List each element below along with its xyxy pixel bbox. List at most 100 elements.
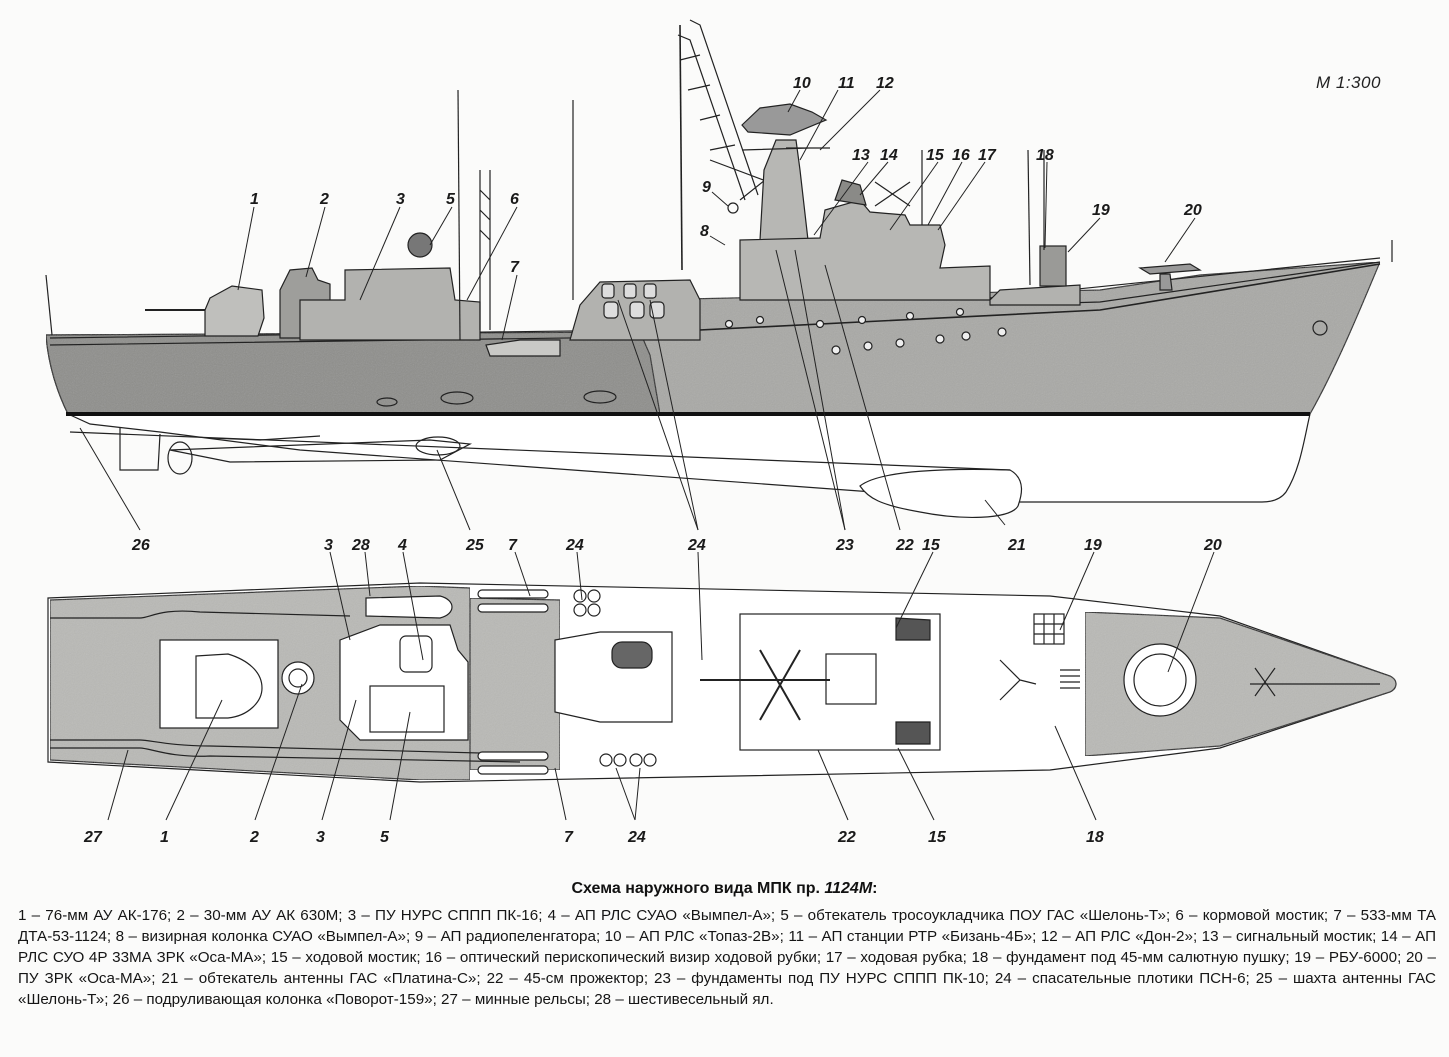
- callout-20: 20: [1203, 537, 1222, 554]
- callout-4: 4: [397, 537, 407, 554]
- callout-3: 3: [324, 537, 333, 554]
- cross-antenna: [874, 181, 911, 207]
- hull-hatch: [583, 390, 617, 404]
- callout-22: 22: [895, 537, 914, 554]
- mine-rails: [50, 610, 521, 763]
- side-callout-labels: 1 2 3 5 6 7 8 9 10 11 12 13 14 15 16 17 …: [131, 75, 1202, 554]
- hull-hatch: [440, 391, 474, 405]
- rbu-grid: [1034, 614, 1064, 644]
- legend-item: 23 – фундаменты под ПУ НУРС СППП ПК-10: [654, 970, 995, 987]
- ship-drawing: 1 2 3 5 6 7 8 9 10 11 12 13 14 15 16 17 …: [45, 19, 1397, 846]
- direction-finder: [727, 202, 739, 214]
- lattice-mast-aft: [479, 170, 491, 330]
- callout-15: 15: [928, 829, 947, 846]
- callout-19: 19: [1084, 537, 1102, 554]
- callout-1: 1: [160, 829, 169, 846]
- hull-hatch: [376, 397, 398, 407]
- bridge-wing: [895, 617, 931, 745]
- legend-item: 16 – оптический перископический визир хо…: [425, 949, 826, 966]
- legend-item: 15 – ходовой мостик: [271, 949, 425, 966]
- anchor: [1312, 320, 1328, 336]
- life-rafts-plan: [573, 589, 657, 767]
- callout-28: 28: [351, 537, 370, 554]
- plan-bottom-callout-labels: 27 1 2 3 5 7 24 22 15 18: [83, 829, 1104, 846]
- callout-7: 7: [564, 829, 574, 846]
- portholes: [724, 307, 1007, 355]
- legend-item: 4 – АП РЛС СУАО «Вымпел-А»: [548, 907, 781, 924]
- legend-item: 6 – кормовой мостик: [1175, 907, 1333, 924]
- callout-3: 3: [316, 829, 325, 846]
- callout-15: 15: [926, 147, 945, 164]
- plan-top-callout-labels: 3 28 4 7 24 15 19 20: [324, 537, 1222, 554]
- mast-plan: [700, 649, 830, 721]
- callout-13: 13: [852, 147, 870, 164]
- legend-item: 27 – минные рельсы: [441, 991, 594, 1008]
- sonar-fairing-plan: [369, 685, 445, 733]
- fire-control-radar: [834, 179, 867, 206]
- torpedo-tubes-plan: [477, 589, 549, 775]
- caption-prefix: Схема наружного вида МПК пр.: [571, 880, 825, 897]
- sam-launcher: [1138, 263, 1202, 291]
- callout-22: 22: [837, 829, 856, 846]
- midship-structure-plan: [554, 631, 673, 723]
- callout-20: 20: [1183, 202, 1202, 219]
- gun-mount-30mm-plan: [281, 661, 315, 695]
- gun-mount-30mm-plan: [288, 668, 308, 688]
- legend-item: 5 – обтекатель тросоукладчика ПОУ ГАС «Ш…: [780, 907, 1175, 924]
- aft-mast: [457, 89, 461, 341]
- callout-23: 23: [835, 537, 854, 554]
- callout-5: 5: [446, 191, 456, 208]
- caption-suffix: :: [872, 880, 878, 897]
- legend-item: 8 – визирная колонка СУАО «Вымпел-А»: [116, 928, 415, 945]
- gun-mount-76mm-plan: [195, 653, 263, 719]
- callout-24: 24: [687, 537, 706, 554]
- legend-item: 19 – РБУ-6000: [1294, 949, 1406, 966]
- callout-26: 26: [131, 537, 150, 554]
- callout-25: 25: [465, 537, 485, 554]
- callout-1: 1: [250, 191, 259, 208]
- callout-18: 18: [1086, 829, 1104, 846]
- rbu-plan: [1033, 613, 1065, 645]
- radar-plan: [399, 635, 433, 673]
- callout-15: 15: [922, 537, 941, 554]
- legend-item: 22 – 45-см прожектор: [487, 970, 654, 987]
- callout-7: 7: [510, 259, 520, 276]
- callout-2: 2: [249, 829, 259, 846]
- life-rafts: [601, 283, 665, 319]
- callout-10: 10: [793, 75, 811, 92]
- callout-2: 2: [319, 191, 329, 208]
- radar-mount-plan: [825, 653, 877, 705]
- callout-leaders: [79, 89, 1196, 531]
- gun-mount-76mm: [204, 285, 265, 337]
- sam-launcher-plan: [1123, 643, 1197, 717]
- deck-antenna: [999, 659, 1037, 701]
- callout-21: 21: [1007, 537, 1026, 554]
- anchor-gear: [1250, 667, 1380, 697]
- legend-item: 3 – ПУ НУРС СППП ПК-16: [348, 907, 548, 924]
- callout-11: 11: [838, 75, 855, 92]
- figure-caption: Схема наружного вида МПК пр. 1124М:: [0, 880, 1449, 898]
- ensign-staff: [45, 274, 53, 336]
- legend-item: 28 – шестивесельный ял: [594, 991, 773, 1008]
- callout-24: 24: [627, 829, 646, 846]
- legend-item: 18 – фундамент под 45-мм салютную пушку: [971, 949, 1294, 966]
- main-mast: [759, 139, 809, 241]
- hull-keel-line: [69, 431, 1011, 471]
- scale-label: М 1:300: [1316, 73, 1381, 92]
- rbu-6000: [1039, 245, 1067, 287]
- crane-post: [679, 24, 683, 271]
- rowing-boat-28: [365, 595, 453, 619]
- caption-model: 1124М: [824, 880, 873, 897]
- callout-27: 27: [83, 829, 103, 846]
- legend-item: 11 – АП станции РТР «Бизань-4Б»: [788, 928, 1041, 945]
- legend-item: 10 – АП РЛС «Топаз-2В»: [605, 928, 789, 945]
- callout-7: 7: [508, 537, 518, 554]
- forward-superstructure: [989, 284, 1081, 306]
- callout-8: 8: [700, 223, 709, 240]
- mid-deck-shaded: [469, 597, 561, 771]
- lattice-crane: [677, 19, 791, 201]
- sam-launcher-plan: [1133, 653, 1187, 707]
- legend-item: 9 – АП радиопеленгатора: [415, 928, 605, 945]
- plan-view: [47, 551, 1397, 821]
- legend-item: 1 – 76-мм АУ АК-176: [18, 907, 176, 924]
